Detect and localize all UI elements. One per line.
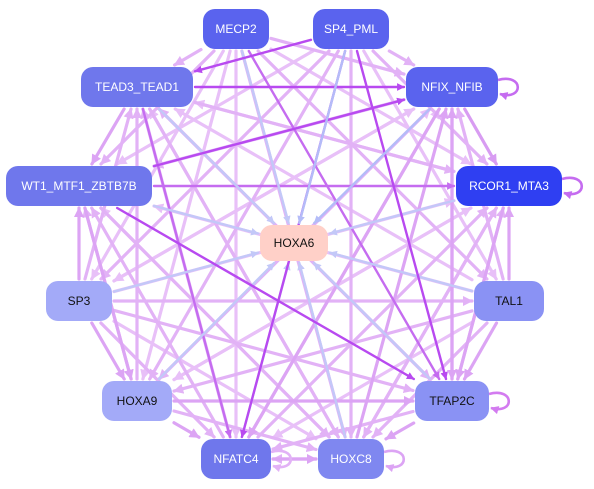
edge-sp4-pml-to-nfix-nfib: [387, 49, 416, 67]
node-nfatc4[interactable]: NFATC4: [201, 439, 271, 479]
edge-tal1-to-tead3-tead1: [173, 107, 474, 282]
edge-sp3-to-tfap2c: [112, 308, 415, 394]
edge-wt1-mtf1-zbtb7b-to-hoxa6: [152, 204, 260, 236]
node-tfap2c[interactable]: TFAP2C: [415, 381, 489, 421]
edge-sp4-pml-to-tead3-tead1: [193, 38, 313, 74]
self-loop-nfatc4: [270, 449, 292, 473]
node-mecp2[interactable]: MECP2: [203, 9, 269, 49]
edge-tead3-tead1-to-hoxc8: [148, 107, 340, 439]
edge-sp4-pml-to-tfap2c: [355, 49, 448, 381]
node-tal1[interactable]: TAL1: [474, 281, 544, 321]
node-hoxc8[interactable]: HOXC8: [318, 439, 384, 479]
edge-sp4-pml-to-hoxa9: [148, 49, 340, 381]
edge-sp3-to-hoxa9: [90, 321, 126, 381]
edge-rcor1-mta3-to-hoxa9: [172, 206, 473, 382]
edge-hoxa9-to-hoxa6: [157, 261, 276, 381]
edge-nfix-nfib-to-hoxa6: [313, 107, 431, 225]
node-wt1-mtf1-zbtb7b[interactable]: WT1_MTF1_ZBTB7B: [6, 166, 152, 206]
edge-mecp2-to-tead3-tead1: [173, 47, 203, 67]
edge-nfix-nfib-to-sp3: [112, 107, 416, 283]
edge-nfix-nfib-to-rcor1-mta3: [463, 107, 498, 166]
edge-tal1-to-tfap2c: [462, 321, 499, 381]
node-tead3-tead1[interactable]: TEAD3_TEAD1: [81, 67, 193, 107]
node-hoxa9[interactable]: HOXA9: [102, 381, 172, 421]
node-sp4-pml[interactable]: SP4_PML: [313, 9, 389, 49]
node-sp3[interactable]: SP3: [46, 281, 112, 321]
edge-nfatc4-to-wt1-mtf1-zbtb7b: [90, 206, 225, 439]
edge-tead3-tead1-to-wt1-mtf1-zbtb7b: [90, 107, 126, 166]
edge-hoxa9-to-nfatc4: [172, 421, 201, 439]
self-loop-rcor1-mta3: [561, 176, 583, 200]
edge-wt1-mtf1-zbtb7b-to-nfix-nfib: [152, 97, 406, 168]
edge-tfap2c-to-hoxa6: [312, 261, 432, 381]
edge-tal1-to-hoxa6: [328, 250, 474, 293]
edge-sp4-pml-to-hoxa6: [297, 49, 347, 225]
edge-tead3-tead1-to-hoxa6: [157, 107, 276, 225]
edge-tfap2c-to-hoxc8: [384, 421, 416, 441]
self-loop-hoxc8: [383, 449, 405, 473]
edge-wt1-mtf1-zbtb7b-to-tfap2c: [115, 206, 415, 381]
edge-hoxc8-to-hoxa6: [297, 261, 347, 439]
node-hoxa6[interactable]: HOXA6: [260, 225, 328, 261]
edge-sp3-to-hoxa6: [112, 250, 260, 293]
self-loop-nfix-nfib: [497, 77, 519, 101]
node-rcor1-mta3[interactable]: RCOR1_MTA3: [456, 166, 562, 206]
node-nfix-nfib[interactable]: NFIX_NFIB: [406, 67, 498, 107]
self-loop-tfap2c: [488, 391, 510, 415]
edge-rcor1-mta3-to-hoxa6: [328, 199, 456, 236]
edge-mecp2-to-tfap2c: [247, 49, 441, 381]
edge-nfix-nfib-to-nfatc4: [247, 107, 441, 439]
